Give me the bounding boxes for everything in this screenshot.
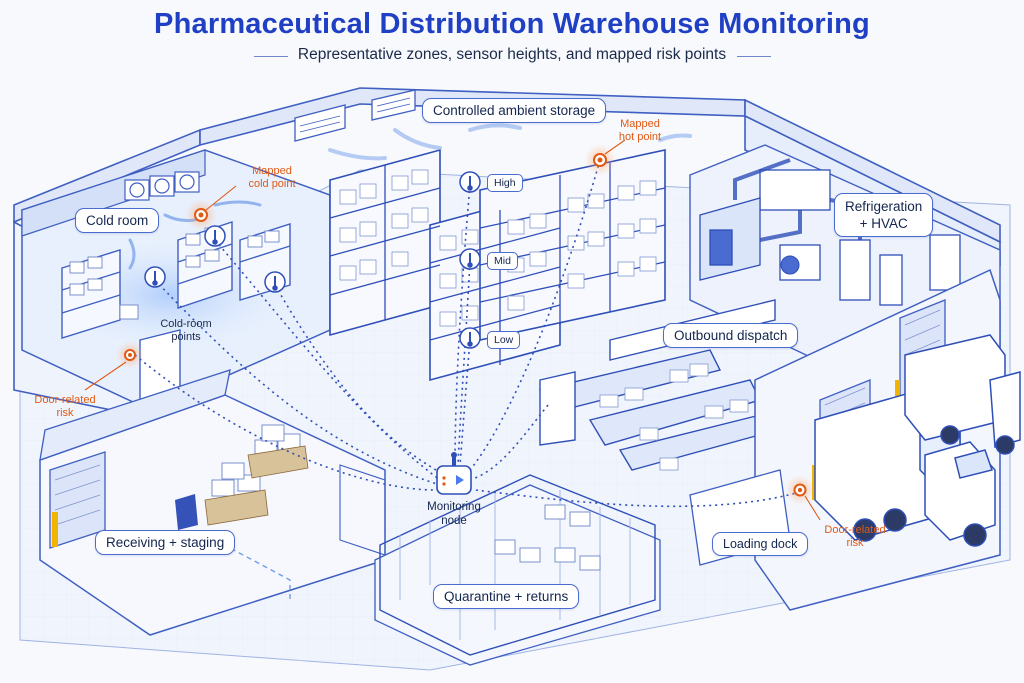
annotation-door-left-line2: risk — [56, 407, 74, 419]
annotation-door-risk-left: Door-related risk — [20, 394, 110, 420]
annotation-mapped-hot-point: Mapped hot point — [600, 118, 680, 144]
annotation-door-right-line1: Door-related — [824, 524, 886, 536]
monitoring-node-device — [436, 452, 472, 495]
annotation-hot-line1: Mapped — [620, 118, 660, 130]
quarantine-cage — [374, 474, 661, 666]
sensor-height-low: Low — [487, 331, 521, 349]
annotation-cold-room-points-line1: Cold-room — [160, 318, 212, 330]
ceiling-vents — [294, 89, 416, 142]
annotation-cold-line1: Mapped — [252, 165, 292, 177]
zone-label-ambient-storage: Controlled ambient storage — [422, 98, 607, 123]
cold-room-evaporators — [124, 171, 200, 201]
zone-label-cold-room: Cold room — [75, 208, 160, 233]
annotation-cold-room-points: Cold-room points — [146, 318, 226, 344]
thermometer-icon — [204, 225, 226, 247]
door-risk-marker-left — [116, 341, 144, 369]
page-subtitle: Representative zones, sensor heights, an… — [297, 46, 727, 63]
thermometer-icon — [144, 266, 166, 288]
hot-point-marker — [584, 144, 616, 176]
annotation-cold-room-points-line2: points — [171, 331, 201, 343]
annotation-cold-line2: cold point — [248, 178, 296, 190]
sensor-height-high: High — [487, 174, 523, 192]
door-risk-marker-right — [785, 475, 815, 505]
thermometer-icon — [459, 171, 481, 193]
monitoring-node-label: Monitoring node — [414, 500, 494, 528]
subtitle-rule-left — [254, 56, 288, 57]
annotation-door-risk-right: Door-related risk — [810, 524, 900, 550]
ambient-racks — [329, 148, 666, 382]
thermometer-icon — [459, 248, 481, 270]
zone-label-refrigeration-line2: + HVAC — [859, 216, 908, 231]
annotation-door-left-line1: Door-related — [34, 394, 96, 406]
zone-label-outbound-dispatch: Outbound dispatch — [663, 323, 799, 348]
zone-label-receiving-staging: Receiving + staging — [95, 530, 236, 555]
subtitle-rule-right — [737, 56, 771, 57]
zone-label-loading-dock: Loading dock — [712, 532, 809, 556]
annotation-mapped-cold-point: Mapped cold point — [232, 165, 312, 191]
monitoring-node-line2: node — [441, 515, 467, 527]
outbound-conveyors — [538, 299, 776, 471]
receiving-area — [39, 369, 386, 636]
annotation-hot-line2: hot point — [618, 131, 662, 143]
page-title: Pharmaceutical Distribution Warehouse Mo… — [154, 8, 870, 40]
cold-point-marker — [185, 199, 217, 231]
zone-label-refrigeration-line1: Refrigeration — [845, 199, 923, 214]
annotation-door-right-line2: risk — [846, 537, 864, 549]
sensor-height-mid: Mid — [487, 252, 518, 270]
thermometer-icon — [459, 327, 481, 349]
sensor-links — [134, 159, 801, 508]
risk-point-markers — [116, 144, 815, 505]
thermometer-icons — [144, 171, 481, 349]
truck-back — [904, 334, 1021, 455]
zone-label-quarantine-returns: Quarantine + returns — [433, 584, 580, 609]
monitoring-node-line1: Monitoring — [427, 501, 481, 513]
thermometer-icon — [264, 271, 286, 293]
zone-label-refrigeration-hvac: Refrigeration + HVAC — [834, 193, 934, 237]
